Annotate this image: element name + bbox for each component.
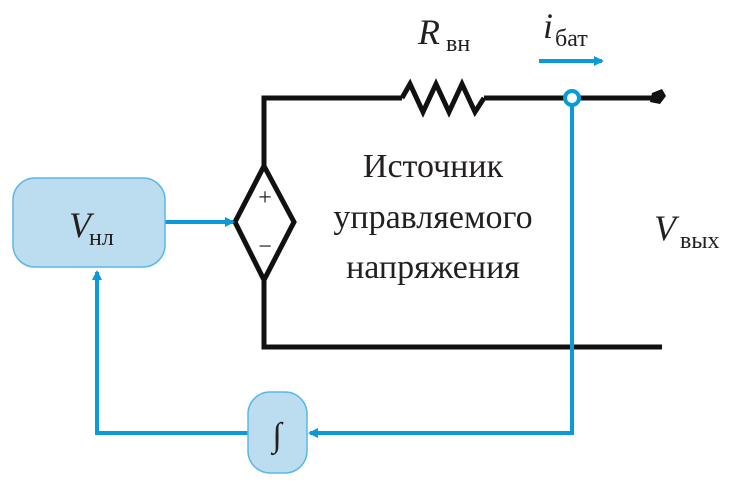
nonlinear-block-label-main: V: [69, 205, 95, 245]
current-label-sub: бат: [555, 26, 588, 52]
source-minus-sign: −: [258, 234, 272, 260]
resistor: [399, 78, 487, 118]
source-caption-line-3: напряжения: [346, 249, 520, 286]
controlled-voltage-source: [232, 160, 297, 286]
output-voltage-label-main: V: [654, 208, 680, 248]
integral-icon: ∫: [270, 417, 284, 456]
resistor-label-main: R: [417, 12, 440, 52]
resistor-label-sub: вн: [446, 31, 470, 57]
output-terminal: [650, 89, 666, 104]
current-sense-node: [563, 89, 581, 107]
nonlinear-voltage-block: V нл: [12, 177, 166, 268]
top-left-wire: [261, 95, 402, 166]
bottom-wire: [261, 280, 662, 350]
current-sense-line: [308, 105, 574, 438]
current-label-main: i: [543, 6, 553, 46]
nonlinear-block-label-sub: нл: [89, 225, 114, 251]
source-caption-line-1: Источник: [363, 148, 504, 185]
integrator-block: ∫: [247, 391, 308, 474]
output-voltage-label-sub: вых: [680, 228, 719, 254]
source-caption-line-2: управляемого: [333, 199, 532, 236]
feedback-line: [92, 270, 248, 435]
source-plus-sign: +: [258, 185, 272, 211]
